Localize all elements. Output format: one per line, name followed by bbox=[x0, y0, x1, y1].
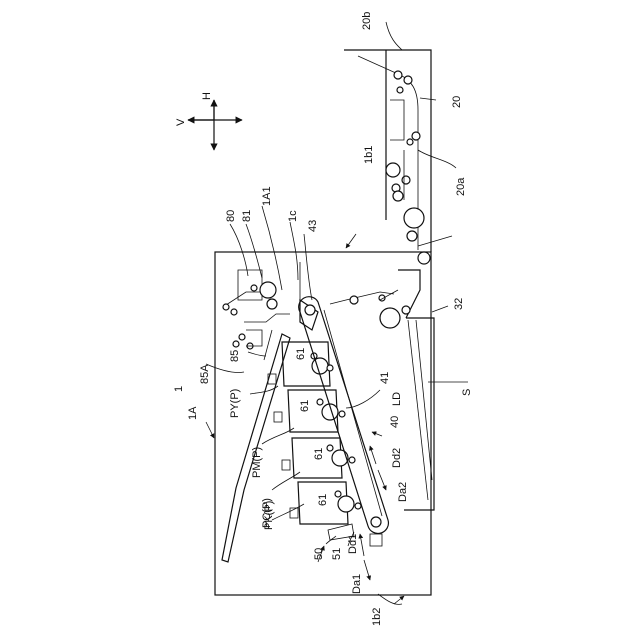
sheet-feed-unit bbox=[380, 270, 434, 510]
cartridge-PC: 61 bbox=[282, 438, 355, 478]
label-1b2: 1b2 bbox=[371, 608, 383, 626]
label-20: 20 bbox=[451, 96, 463, 108]
label-51: 51 bbox=[331, 548, 343, 560]
label-40: 40 bbox=[389, 416, 401, 428]
label-Dd1: Dd1 bbox=[347, 534, 359, 554]
label-LD: LD bbox=[391, 392, 403, 406]
label-PY: PY(P) bbox=[229, 389, 241, 418]
discharge-mechanism bbox=[223, 270, 290, 349]
label-V: V bbox=[175, 118, 187, 126]
label-Dd2: Dd2 bbox=[391, 448, 403, 468]
label-50: 50 bbox=[313, 548, 325, 560]
label-1c: 1c bbox=[287, 210, 299, 222]
arrows bbox=[206, 234, 404, 604]
label-20b: 20b bbox=[361, 12, 373, 30]
label-85: 85 bbox=[229, 350, 241, 362]
label-1: 1 bbox=[173, 386, 185, 392]
label-Da1: Da1 bbox=[351, 574, 363, 594]
label-85A: 85A bbox=[199, 364, 211, 384]
drum-61-d: 61 bbox=[317, 494, 329, 506]
cartridge-PK: 61 bbox=[290, 482, 361, 524]
label-1A: 1A bbox=[187, 406, 199, 420]
label-81: 81 bbox=[241, 210, 253, 222]
label-1b1: 1b1 bbox=[363, 146, 375, 164]
output-tray bbox=[222, 330, 290, 562]
drum-61-c: 61 bbox=[313, 448, 325, 460]
label-41: 41 bbox=[379, 372, 391, 384]
drum-61-b: 61 bbox=[299, 400, 311, 412]
upper-unit bbox=[344, 50, 452, 264]
label-80: 80 bbox=[225, 210, 237, 222]
cartridge-PM: 61 bbox=[274, 390, 345, 432]
direction-indicator: V H bbox=[175, 92, 242, 150]
leader-lines bbox=[206, 22, 468, 604]
label-H: H bbox=[201, 92, 213, 100]
label-PM: PM(P) bbox=[251, 447, 263, 478]
label-32: 32 bbox=[453, 298, 465, 310]
label-Da2: Da2 bbox=[397, 482, 409, 502]
label-20a: 20a bbox=[455, 177, 467, 196]
label-1A1: 1A1 bbox=[261, 186, 273, 206]
label-PK-visible: PK(P) bbox=[263, 501, 275, 530]
label-43: 43 bbox=[307, 220, 319, 232]
label-S: S bbox=[461, 389, 473, 396]
drum-61-a: 61 bbox=[295, 348, 307, 360]
